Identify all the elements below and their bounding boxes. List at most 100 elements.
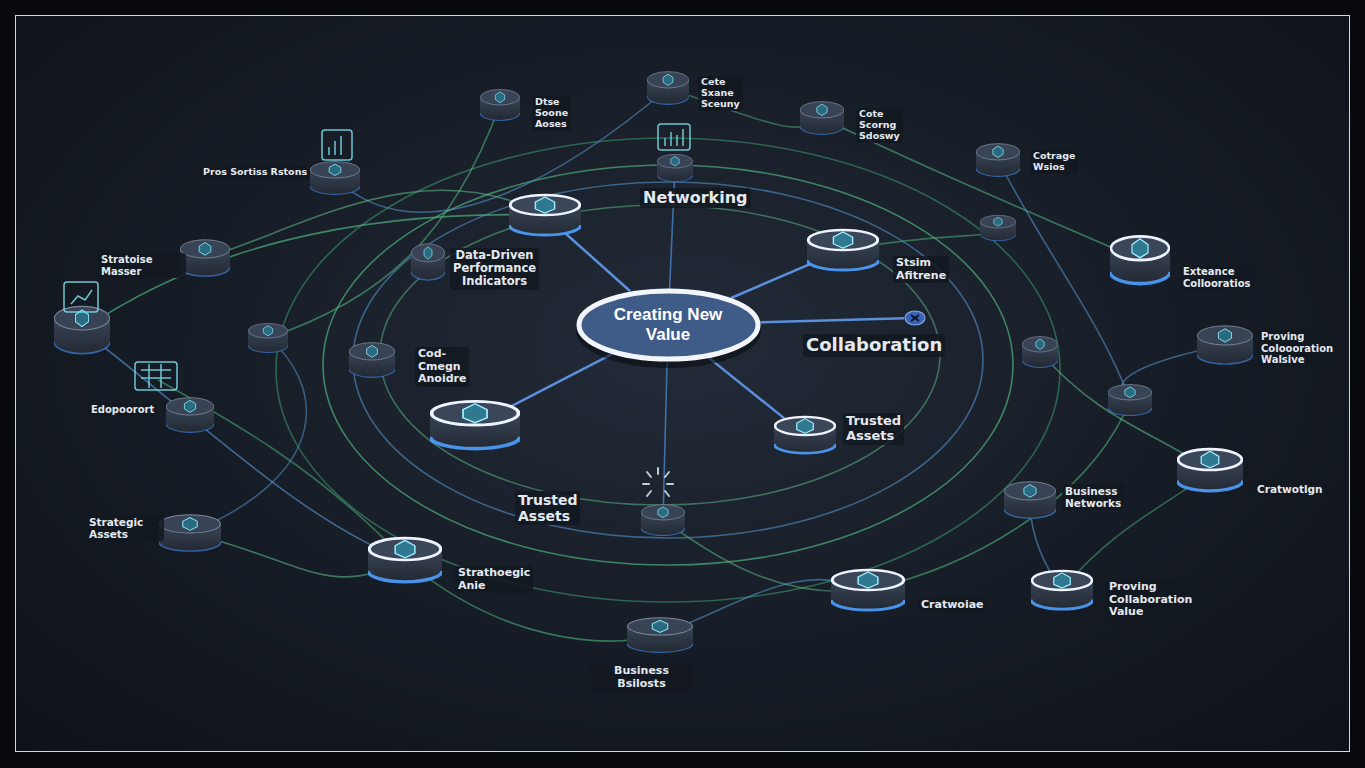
pedestal-node: Strategic Assets bbox=[159, 513, 221, 553]
pedestal-node: Proving Coloooration Walsive bbox=[1197, 324, 1253, 366]
marker-disc bbox=[905, 311, 925, 325]
node-label: Stratoise Masser bbox=[98, 253, 186, 278]
pedestal-graphic bbox=[1197, 326, 1253, 364]
pedestal-node: Business Bsilosts bbox=[627, 616, 693, 654]
pedestal-node: Stsim Afitrene bbox=[807, 228, 879, 272]
pedestal-shape bbox=[1110, 234, 1170, 286]
hub-text-block: Creating New Value bbox=[606, 305, 731, 344]
pedestal-node: Trusted Assets bbox=[774, 415, 836, 455]
marker-node: Collaboration bbox=[904, 310, 926, 326]
pedestal-shape bbox=[411, 242, 445, 282]
pedestal-shape bbox=[647, 70, 689, 106]
pedestal-shape bbox=[1031, 569, 1093, 611]
pedestal-shape bbox=[976, 142, 1020, 178]
pedestal-shape bbox=[807, 228, 879, 272]
pedestal-node: Exteance Collooratios bbox=[1110, 234, 1170, 286]
pedestal-node: Cotrage Wsios bbox=[976, 142, 1020, 178]
node-label: Exteance Collooratios bbox=[1180, 265, 1254, 290]
node-label: Networking bbox=[640, 188, 751, 208]
hub-ellipse: Creating New Value bbox=[576, 288, 761, 362]
connector-line bbox=[760, 318, 904, 322]
pedestal-graphic bbox=[480, 90, 520, 121]
node-label: Cod-Cmegn Anoidre bbox=[415, 347, 469, 387]
pedestal-node: Cratwotlgn bbox=[1177, 447, 1243, 493]
node-label: Cete Sxane Sceuny bbox=[698, 76, 743, 111]
node-label: Cratwotlgn bbox=[1254, 482, 1326, 496]
pedestal-shape bbox=[159, 513, 221, 553]
node-label: Proving Coloooration Walsive bbox=[1258, 330, 1336, 367]
hub-text-wrap: Creating New Value bbox=[576, 288, 761, 362]
node-label: Stsim Afitrene bbox=[893, 256, 949, 283]
pedestal-node: Cod-Cmegn Anoidre bbox=[349, 341, 395, 379]
connector-line bbox=[731, 263, 813, 298]
pedestal-node: Pros Sortiss Rstons bbox=[310, 160, 360, 196]
connector-line bbox=[565, 233, 630, 291]
pedestal-graphic bbox=[411, 244, 445, 280]
pedestal-graphic bbox=[647, 72, 689, 105]
pedestal-shape bbox=[480, 88, 520, 122]
pedestal-node: Proving Collaboration Value bbox=[1031, 569, 1093, 611]
pedestal-graphic bbox=[774, 417, 836, 453]
pedestal-shape bbox=[1004, 480, 1056, 520]
pedestal-node: Dtse Soone Aoses bbox=[480, 88, 520, 122]
pedestal-shape bbox=[368, 536, 442, 584]
pedestal-graphic bbox=[368, 538, 442, 582]
pedestal-shape bbox=[180, 238, 230, 278]
pedestal-graphic bbox=[159, 515, 221, 551]
pedestal-node: Edopoorort bbox=[166, 396, 214, 434]
pedestal-graphic bbox=[349, 343, 395, 378]
pedestal-shape bbox=[627, 616, 693, 654]
pedestal-node: Stratoise Masser bbox=[180, 238, 230, 278]
pedestal-node: Networking bbox=[509, 193, 581, 237]
hub-disc bbox=[579, 291, 758, 359]
hub-label: Creating New Value bbox=[606, 305, 731, 344]
pedestal-shape bbox=[430, 399, 520, 451]
node-label: Strategic Assets bbox=[86, 515, 164, 541]
pedestal-shape bbox=[509, 193, 581, 237]
pedestal-shape bbox=[349, 341, 395, 379]
node-label: Pros Sortiss Rstons bbox=[200, 166, 310, 179]
pedestal-graphic bbox=[180, 240, 230, 276]
pedestal-graphic bbox=[1031, 571, 1093, 609]
node-label: Business Bsilosts bbox=[590, 664, 693, 691]
node-label: Data-Driven Performance Indicators bbox=[450, 248, 539, 290]
node-label: Trusted Assets bbox=[843, 413, 904, 445]
node-label: Business Networks bbox=[1062, 484, 1124, 510]
pedestal-shape bbox=[166, 396, 214, 434]
node-label: Collaboration bbox=[803, 334, 945, 357]
pedestal-graphic bbox=[800, 102, 844, 135]
connector-line bbox=[509, 354, 612, 407]
pedestal-graphic bbox=[1110, 236, 1170, 283]
pedestal-node: Strathoegic Anie bbox=[368, 536, 442, 584]
node-label: Trusted Assets bbox=[515, 491, 580, 525]
pedestal-node: Data-Driven Performance Indicators bbox=[411, 242, 445, 282]
pedestal-shape bbox=[1197, 324, 1253, 366]
pedestal-graphic bbox=[509, 195, 581, 235]
node-label: Edopoorort bbox=[88, 403, 157, 417]
pedestal-graphic bbox=[1004, 482, 1056, 518]
pedestal-shape bbox=[831, 568, 905, 612]
node-label: Cratwoiae bbox=[918, 598, 987, 613]
pedestal-graphic bbox=[1177, 449, 1243, 491]
pedestal-graphic bbox=[807, 230, 879, 270]
pedestal-graphic bbox=[831, 570, 905, 610]
pedestal-node: Business Networks bbox=[1004, 480, 1056, 520]
pedestal-graphic bbox=[976, 144, 1020, 177]
pedestal-node: Cete Sxane Sceuny bbox=[647, 70, 689, 106]
node-label: Strathoegic Anie bbox=[455, 566, 533, 593]
pedestal-shape bbox=[1177, 447, 1243, 493]
marker-shape bbox=[904, 310, 926, 326]
pedestal-graphic bbox=[430, 401, 520, 448]
pedestal-shape bbox=[310, 160, 360, 196]
pedestal-graphic bbox=[627, 618, 693, 653]
connector-line bbox=[709, 358, 785, 419]
pedestal-graphic bbox=[310, 162, 360, 195]
pedestal-node: Cote Scorng Sdoswy bbox=[800, 100, 844, 136]
pedestal-shape bbox=[774, 415, 836, 455]
node-label: Proving Collaboration Value bbox=[1106, 580, 1195, 620]
node-label: Cotrage Wsios bbox=[1030, 150, 1078, 174]
node-label: Dtse Soone Aoses bbox=[532, 96, 571, 131]
